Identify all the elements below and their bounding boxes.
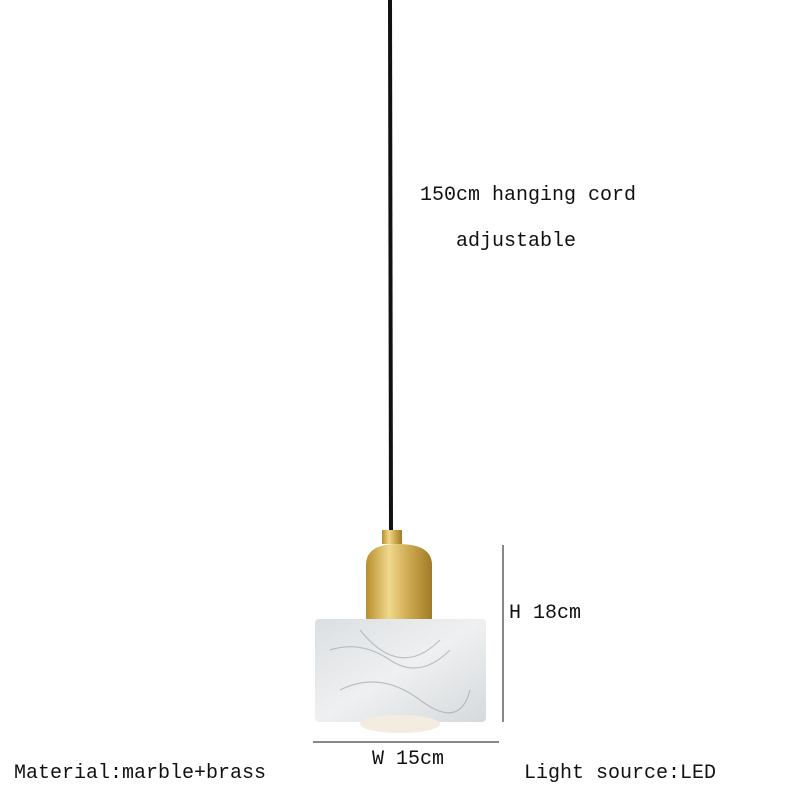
marble-shade: [315, 619, 486, 722]
width-label: W 15cm: [372, 748, 445, 771]
hanging-cord: [388, 0, 393, 535]
height-label: H 18cm: [509, 602, 582, 625]
material-label: Material:marble+brass: [14, 762, 267, 785]
marble-veins: [329, 629, 471, 714]
cord-adjustable-label: adjustable: [456, 230, 577, 253]
light-source-label: Light source:LED: [524, 762, 717, 785]
brass-cap: [366, 544, 432, 620]
light-bulb: [360, 715, 440, 733]
brass-neck: [382, 530, 402, 544]
cord-length-label: 150cm hanging cord: [420, 184, 637, 207]
